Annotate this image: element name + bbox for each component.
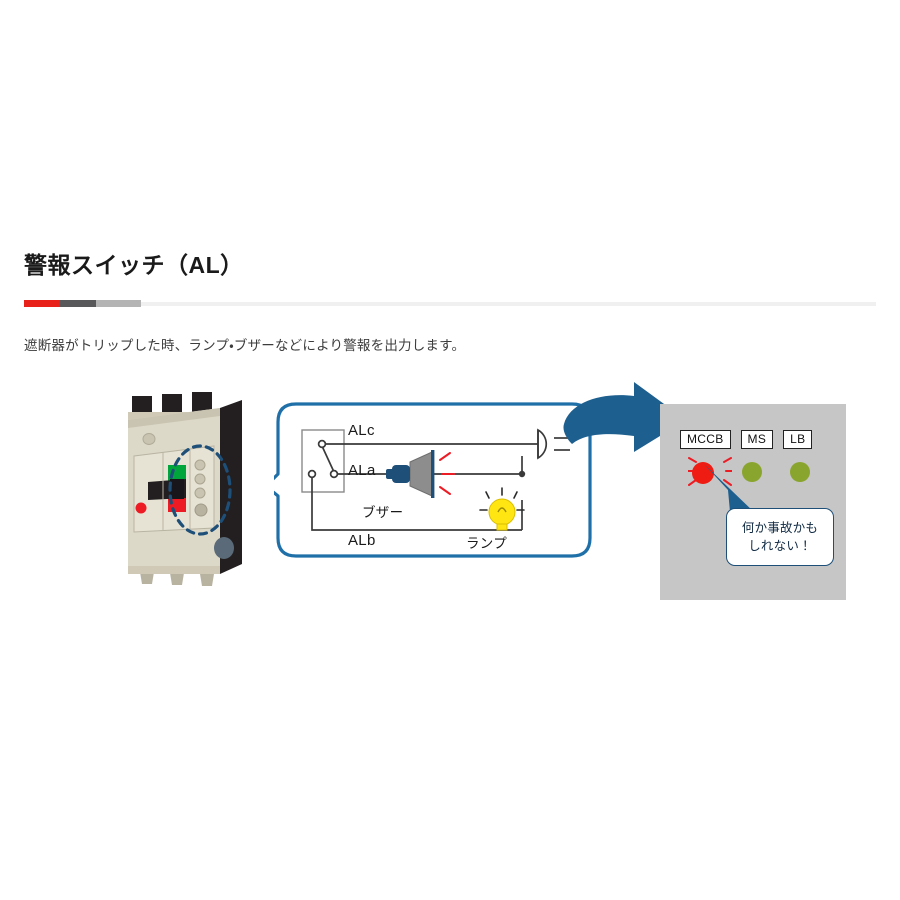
accent-rule-segment-light [96, 300, 141, 307]
bubble-line-2: しれない！ [748, 539, 812, 553]
speech-bubble-tail-icon [704, 464, 756, 514]
section-description: 遮断器がトリップした時、ランプ・ブザーなどにより警報を出力します。 [24, 338, 466, 353]
buzzer-label: ブザー [362, 505, 404, 520]
plug-icon [537, 428, 570, 460]
accent-rule-segment-dark [60, 300, 96, 307]
accent-rule [24, 300, 876, 307]
breaker-bottom-terminals [128, 566, 220, 586]
alarm-switch-figure: ALc ALa ALb ブザー ランプ MCCB MS LB [0, 372, 900, 622]
alarm-circuit-callout: ALc ALa ALb ブザー ランプ [274, 400, 594, 560]
breaker-accessory-screws [194, 459, 208, 517]
panel-tag-row: MCCB MS LB [680, 430, 813, 449]
operator-comment-bubble: 何か事故かも しれない！ [726, 508, 834, 566]
highlight-ellipse-icon [168, 444, 232, 536]
breaker-face-screw [142, 433, 156, 445]
breaker-side-panel [220, 400, 242, 574]
panel-tag-ms: MS [740, 430, 774, 449]
panel-tag-mccb: MCCB [680, 430, 731, 449]
lamp-icon [479, 487, 525, 531]
breaker-reset-button [135, 502, 147, 514]
circuit-wiring [301, 429, 538, 531]
panel-indicator-row [680, 456, 830, 490]
terminal-label-alb: ALb [348, 532, 376, 549]
annunciator-panel: MCCB MS LB [660, 404, 846, 600]
page-title: 警報スイッチ（AL） [24, 252, 244, 278]
breaker-lower-boss [214, 537, 234, 559]
terminal-label-ala: ALa [348, 462, 376, 479]
accent-rule-segment-red [24, 300, 60, 307]
indicator-lamp-ms [742, 462, 762, 482]
breaker-illustration [108, 386, 278, 586]
circuit-junction-node [518, 470, 526, 478]
circuit-contacts [307, 439, 339, 479]
lamp-label: ランプ [466, 536, 507, 551]
flow-arrow-icon [562, 380, 692, 456]
indicator-lamp-lb [790, 462, 810, 482]
accent-rule-track [24, 302, 876, 306]
indicator-lamp-mccb [692, 462, 714, 484]
terminal-label-alc: ALc [348, 422, 375, 439]
bubble-line-1: 何か事故かも [741, 520, 819, 535]
panel-tag-lb: LB [783, 430, 813, 449]
buzzer-icon [386, 450, 455, 498]
section-header: 警報スイッチ（AL） [24, 252, 876, 307]
